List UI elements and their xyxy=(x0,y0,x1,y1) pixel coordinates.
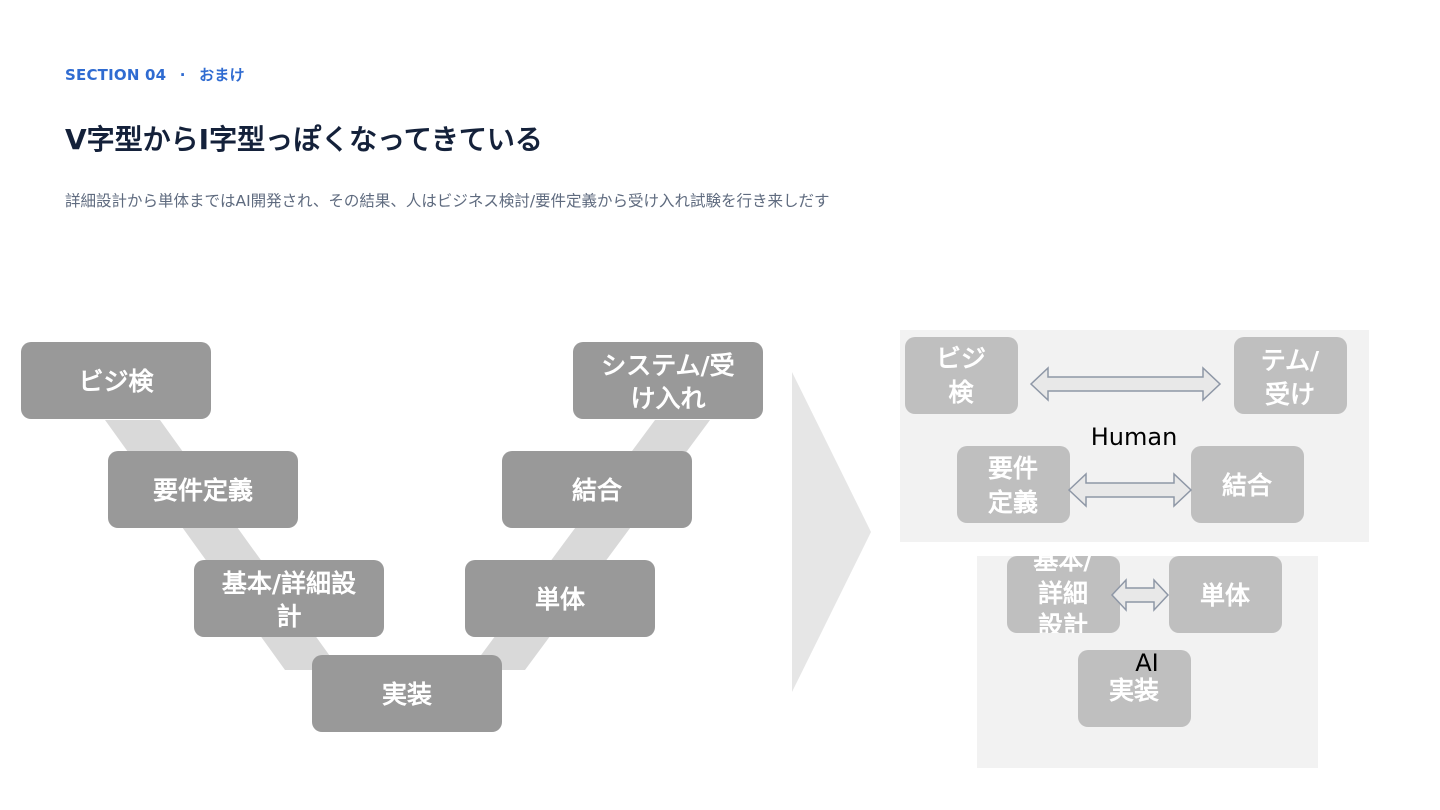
v-model: ビジ検 要件定義 基本/詳細設 計 実装 単体 結合 xyxy=(21,342,763,732)
i-label-requirements-line1: 要件 xyxy=(988,454,1038,483)
page-title: V字型からI字型っぽくなってきている xyxy=(65,123,543,156)
v-label-integration: 結合 xyxy=(572,476,623,505)
v-label-implementation: 実装 xyxy=(382,680,432,709)
v-label-system-line1: システム/受 xyxy=(601,351,734,380)
i-label-business-line2: 検 xyxy=(948,378,974,407)
i-label-system-line2: 受け xyxy=(1265,380,1315,409)
i-box-design: 基本/ 詳細 設計 xyxy=(1007,546,1120,640)
v-label-design-line2: 計 xyxy=(276,602,301,631)
i-label-unit: 単体 xyxy=(1200,581,1251,610)
i-label-design-line3: 設計 xyxy=(1038,611,1088,640)
human-label: Human xyxy=(1091,423,1178,451)
section-name: おまけ xyxy=(199,66,245,84)
i-box-business: ビジ 検 xyxy=(905,337,1018,414)
i-label-implementation: 実装 xyxy=(1109,676,1159,705)
v-box-design: 基本/詳細設 計 xyxy=(194,560,384,637)
i-box-requirements: 要件 定義 xyxy=(957,446,1070,523)
i-label-integration: 結合 xyxy=(1222,471,1273,500)
v-box-business: ビジ検 xyxy=(21,342,211,419)
i-box-integration: 結合 xyxy=(1191,446,1304,523)
section-kicker: SECTION 04 · おまけ xyxy=(65,64,245,85)
section-separator: · xyxy=(179,66,186,84)
i-label-requirements-line2: 定義 xyxy=(988,488,1038,517)
v-box-unit: 単体 xyxy=(465,560,655,637)
i-box-system: テム/ 受け xyxy=(1234,337,1347,414)
v-label-requirements: 要件定義 xyxy=(153,476,253,505)
section-number: SECTION 04 xyxy=(65,66,167,84)
v-box-integration: 結合 xyxy=(502,451,692,528)
double-arrow-top xyxy=(1029,366,1222,402)
v-box-implementation: 実装 xyxy=(312,655,502,732)
i-label-system-line1: テム/ xyxy=(1261,346,1320,375)
double-arrow-middle xyxy=(1067,472,1193,508)
i-label-design-line1: 基本/ xyxy=(1033,546,1093,575)
i-box-unit: 単体 xyxy=(1169,556,1282,633)
i-box-implementation: 実装 xyxy=(1078,650,1191,727)
i-model: ビジ 検 テム/ 受け 要件 定義 結合 xyxy=(905,337,1347,727)
transition-chevron xyxy=(792,372,871,692)
v-label-design-line1: 基本/詳細設 xyxy=(222,569,357,598)
i-label-design-line2: 詳細 xyxy=(1038,579,1088,608)
ai-label: AI xyxy=(1135,649,1159,677)
v-label-business: ビジ検 xyxy=(78,367,154,396)
v-box-system: システム/受 け入れ xyxy=(573,342,763,419)
double-arrow-bottom xyxy=(1110,578,1170,612)
page-subtitle: 詳細設計から単体まではAI開発され、その結果、人はビジネス検討/要件定義から受け… xyxy=(65,192,830,210)
i-label-business-line1: ビジ xyxy=(936,344,986,373)
v-box-requirements: 要件定義 xyxy=(108,451,298,528)
v-label-system-line2: け入れ xyxy=(630,384,705,413)
v-label-unit: 単体 xyxy=(535,585,586,614)
